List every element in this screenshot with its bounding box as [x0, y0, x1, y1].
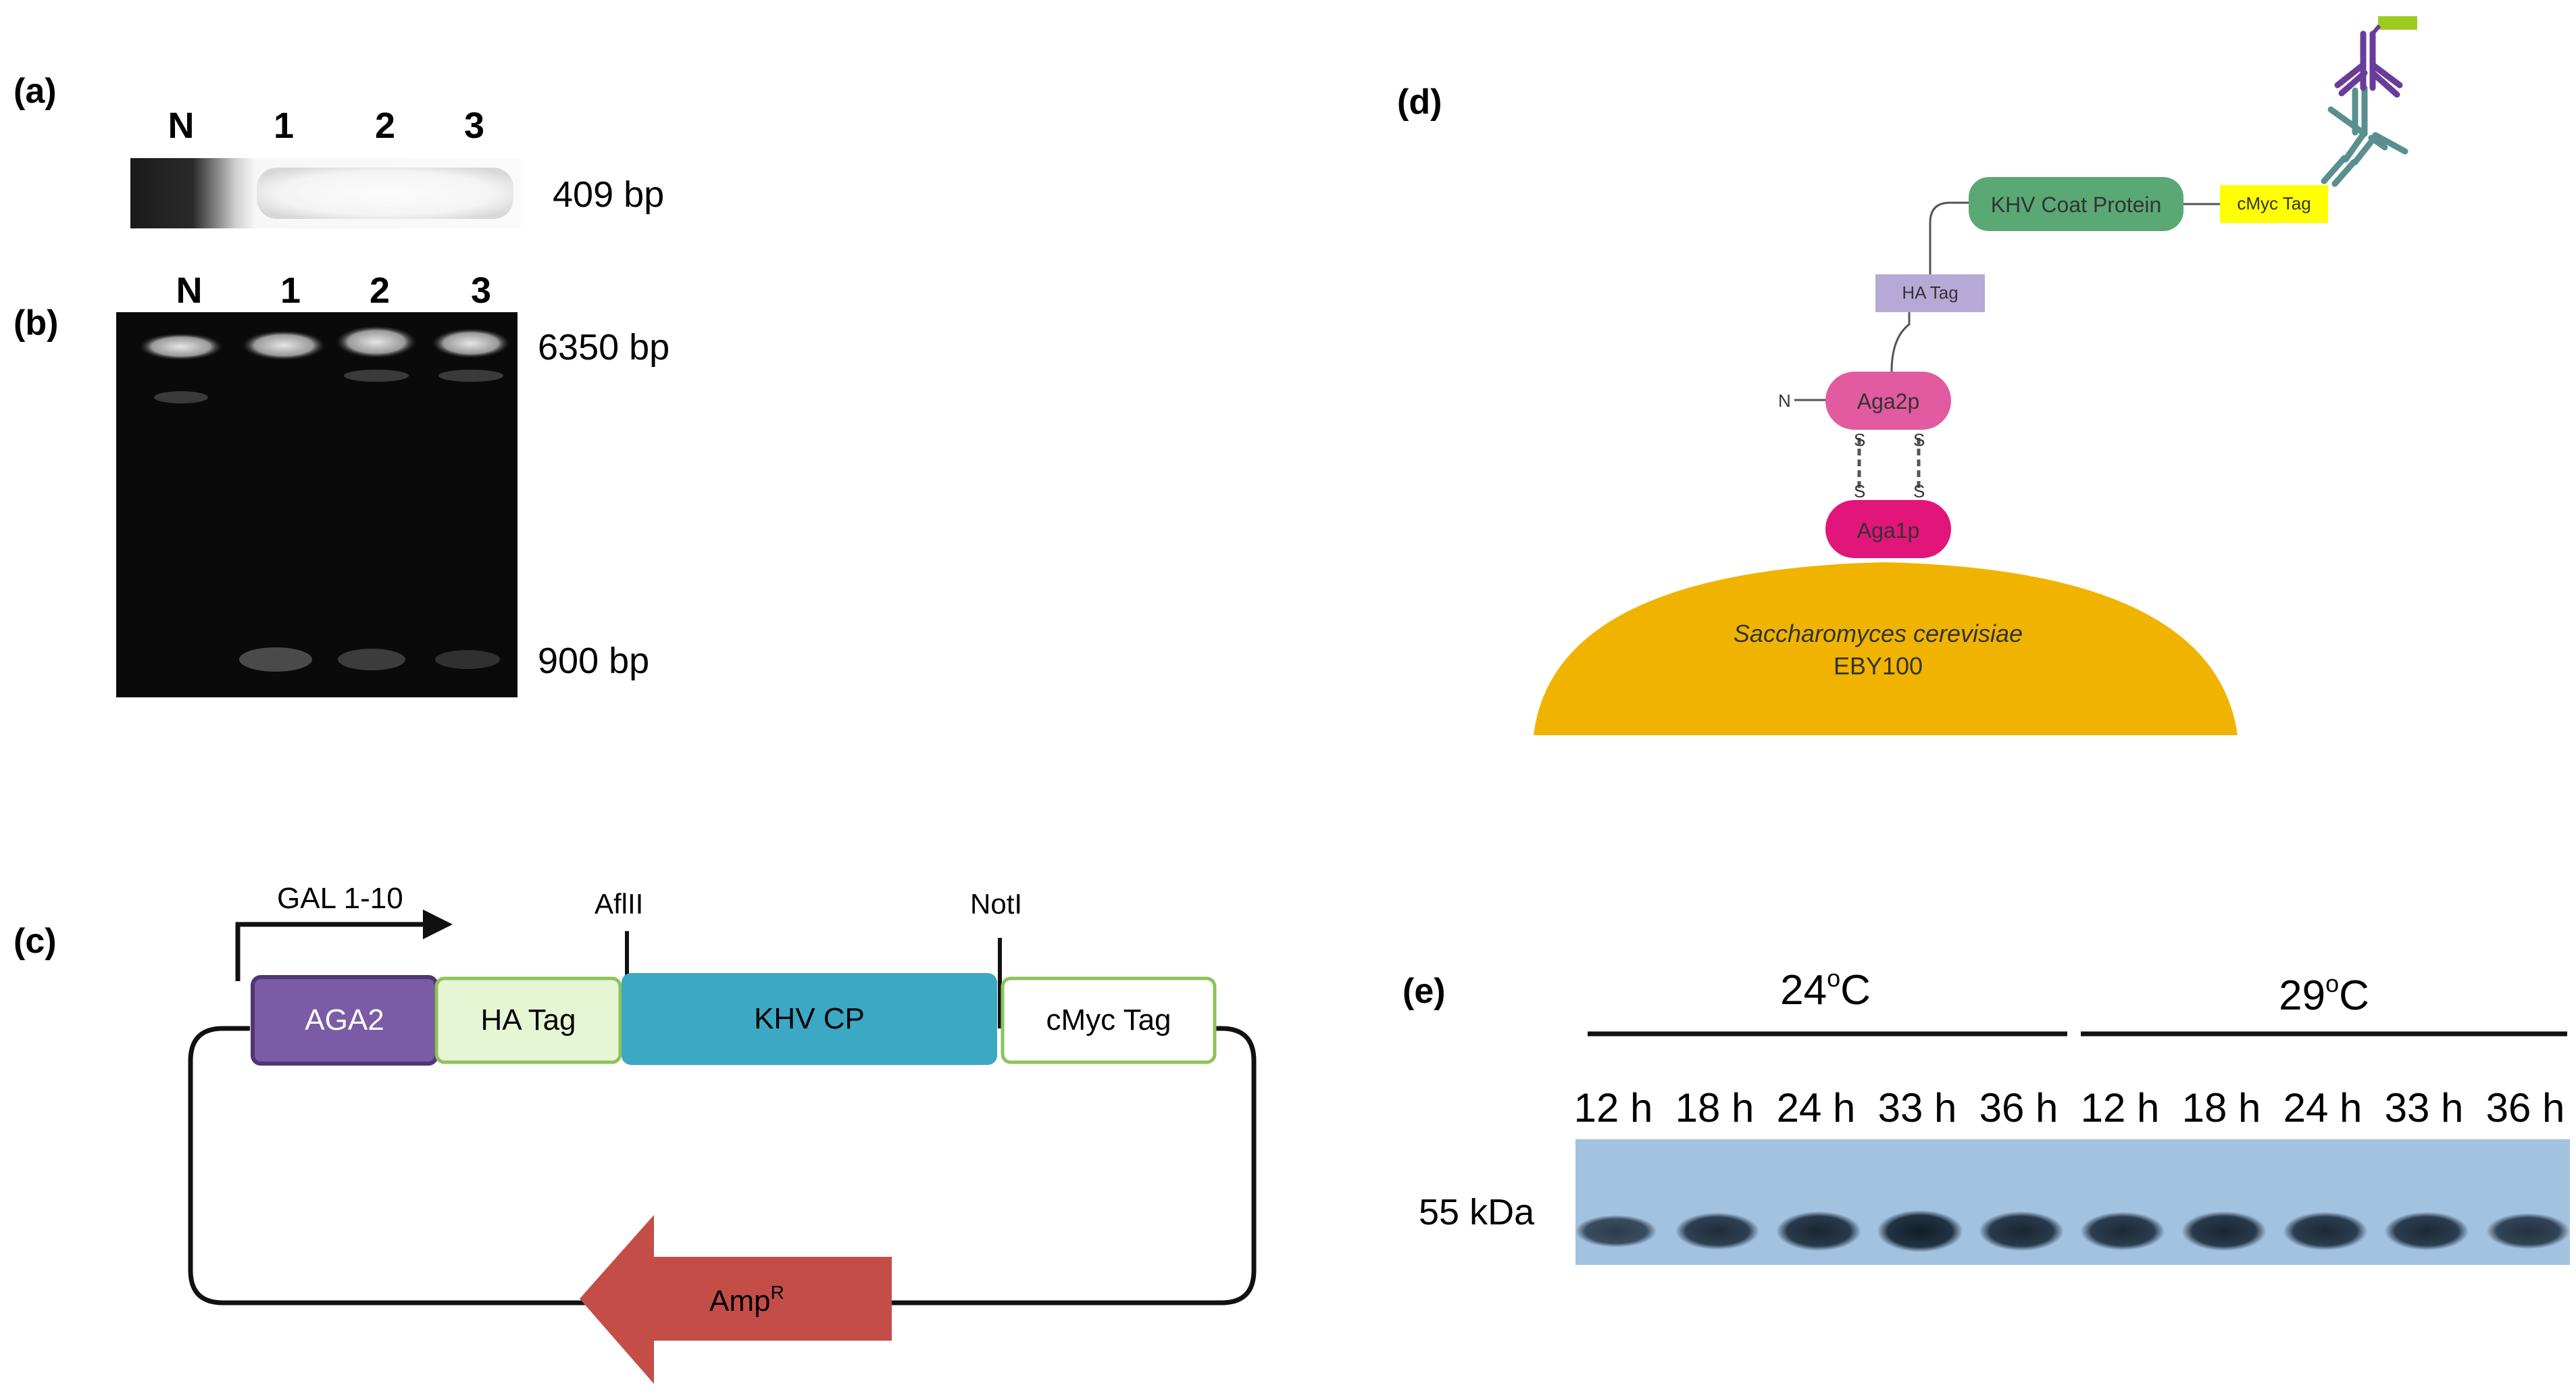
segment-ha-tag: [434, 976, 622, 1064]
timepoint-label-8: 24 h: [2283, 1085, 2363, 1130]
gel-b-upper-size: 6350 bp: [538, 327, 670, 368]
disulfide-s-1: S: [1854, 430, 1865, 450]
promoter-arrow-line: [235, 922, 426, 981]
timepoint-label-2: 18 h: [1675, 1085, 1754, 1130]
coat-protein-blob: [1969, 177, 2183, 231]
western-blot-band-1: [1575, 1215, 1657, 1247]
fluorophore-tag: [2378, 16, 2417, 30]
gel-b-lower-band-1: [239, 647, 312, 672]
cmyc-tag-label: cMyc Tag: [2237, 193, 2310, 214]
ampr-arrow: [580, 1215, 892, 1384]
western-blot-band-6: [2080, 1212, 2165, 1251]
western-blot-bands: [1575, 1210, 2570, 1253]
panel-e: (e) 24oC 29oC 12 h 18 h 24 h 33 h 36 h 12 h 18…: [1403, 964, 2570, 1265]
afl2-site-label: AflII: [595, 888, 643, 920]
temp-group-29: 29oC: [2279, 970, 2369, 1019]
not1-site-label: NotI: [970, 888, 1022, 920]
western-blot-band-9: [2384, 1212, 2469, 1251]
organism-label: Saccharomyces cerevisiae: [1734, 620, 2023, 647]
disulfide-s-3: S: [1854, 481, 1865, 501]
segment-aga2-label: AGA2: [305, 1003, 384, 1037]
gel-b-image: [116, 312, 517, 697]
gel-a-band-size: 409 bp: [553, 174, 664, 215]
segment-cmyc-tag: [1001, 976, 1217, 1064]
primary-antibody: [2321, 84, 2408, 187]
panel-a: (a) N 1 2 3 409 bp: [14, 72, 664, 228]
segment-cmyc-tag-label: cMyc Tag: [1046, 1003, 1171, 1037]
gel-b-upper-band-n: [139, 333, 223, 360]
promoter-label: GAL 1-10: [277, 882, 403, 915]
panel-c: (c) GAL 1-10 AflII NotI AGA2 HA Tag KHV …: [14, 882, 1257, 1384]
fluorophore-linker: [2371, 24, 2381, 35]
western-blot-band-5: [1979, 1211, 2064, 1251]
timepoint-label-7: 18 h: [2182, 1085, 2261, 1130]
linker-ha-coat: [1929, 201, 1969, 274]
ha-tag-box: [1875, 274, 1985, 312]
timepoint-label-3: 24 h: [1777, 1085, 1856, 1130]
timepoint-label-1: 12 h: [1574, 1085, 1653, 1130]
marker-label: 55 kDa: [1419, 1192, 1535, 1233]
timepoint-label-10: 36 h: [2486, 1085, 2565, 1130]
gel-a-lane-1: 1: [274, 105, 294, 146]
western-blot-band-7: [2181, 1211, 2267, 1251]
timepoint-label-6: 12 h: [2081, 1085, 2160, 1130]
gel-a-lane-n: N: [168, 105, 195, 146]
ampr-label: AmpR: [709, 1282, 784, 1318]
panel-b: (b) N 1 2 3 6350 bp 900 bp: [14, 270, 670, 697]
panel-c-letter: (c): [14, 922, 57, 961]
cmyc-tag-box: [2220, 185, 2328, 223]
gel-b-upper-band-1: [242, 330, 326, 360]
temp-group-24: 24oC: [1780, 964, 1871, 1014]
gel-a-band: [257, 168, 513, 219]
disulfide-s-4: S: [1913, 481, 1925, 501]
gel-b-lane-1: 1: [280, 270, 301, 311]
yeast-cell: [1534, 562, 2238, 735]
western-blot-band-3: [1776, 1211, 1861, 1251]
gel-b-lane-n: N: [176, 270, 203, 311]
secondary-antibody: [2334, 30, 2403, 98]
western-blot-band-10: [2486, 1213, 2570, 1249]
coat-protein-label: KHV Coat Protein: [1991, 193, 2162, 217]
aga2p-blob: [1825, 372, 1951, 430]
n-terminus-label: N: [1778, 391, 1791, 411]
disulfide-s-2: S: [1913, 430, 1925, 450]
gel-b-lower-size: 900 bp: [538, 641, 649, 681]
linker-aga2p-ha: [1890, 312, 1911, 372]
gel-b-lower-band-3: [435, 650, 500, 669]
gel-b-faint-band-n: [154, 391, 208, 403]
timepoint-label-9: 33 h: [2385, 1085, 2464, 1130]
timepoint-labels: 12 h 18 h 24 h 33 h 36 h 12 h 18 h 24 h 33 h 36 h: [1574, 1085, 2565, 1130]
aga1p-label: Aga1p: [1857, 518, 1920, 543]
western-blot-band-8: [2283, 1212, 2368, 1251]
segment-ha-tag-label: HA Tag: [480, 1003, 576, 1037]
gel-b-faint-band-3: [438, 370, 503, 382]
timepoint-label-5: 36 h: [1979, 1085, 2059, 1130]
panel-a-letter: (a): [14, 72, 57, 111]
aga1p-blob: [1825, 500, 1951, 558]
panel-b-letter: (b): [14, 303, 58, 343]
western-blot-band-4: [1877, 1210, 1963, 1253]
segment-khv-cp: [622, 973, 997, 1065]
gel-b-upper-band-2: [336, 326, 417, 358]
timepoint-label-4: 33 h: [1878, 1085, 1957, 1130]
ha-tag-label: HA Tag: [1902, 282, 1958, 303]
gel-a-lane-2: 2: [375, 105, 395, 146]
panel-d-letter: (d): [1397, 82, 1442, 122]
promoter-arrow-head: [423, 910, 453, 939]
gel-b-faint-band-2: [344, 370, 409, 382]
gel-b-lower-band-2: [338, 649, 405, 670]
gel-a-lane-3: 3: [464, 105, 484, 146]
gel-b-lane-3: 3: [471, 270, 491, 311]
gel-b-upper-band-3: [432, 328, 510, 358]
gel-b-lane-2: 2: [370, 270, 390, 311]
segment-khv-cp-label: KHV CP: [754, 1002, 865, 1035]
panel-e-letter: (e): [1403, 972, 1446, 1011]
western-blot-band-2: [1675, 1212, 1759, 1250]
panel-d: (d) Saccharomyces cerevisiae EBY100 Aga1…: [1397, 16, 2417, 735]
aga2p-label: Aga2p: [1857, 389, 1920, 414]
strain-label: EBY100: [1834, 652, 1923, 680]
